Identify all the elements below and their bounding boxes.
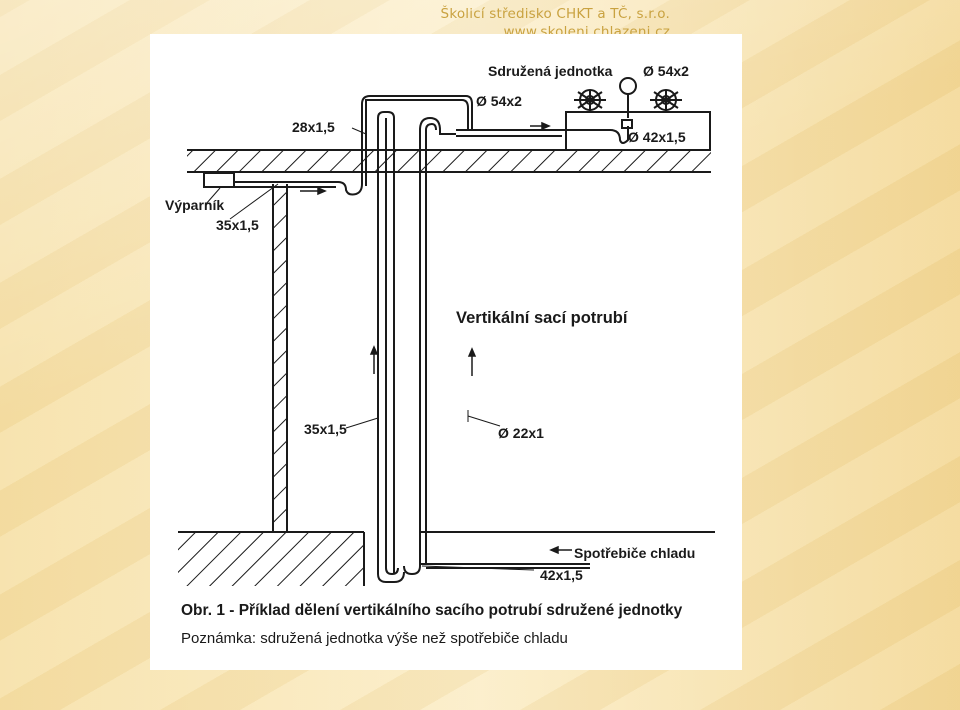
wall (272, 184, 288, 532)
pipe-diagram: Sdružená jednotka Ø 54x2 Ø 54x2 28x1,5 Ø… (165, 63, 715, 586)
floor-slab (178, 531, 715, 586)
label-pipe-35x1-5-top: 35x1,5 (216, 217, 259, 233)
diagram-figure: Sdružená jednotka Ø 54x2 Ø 54x2 28x1,5 Ø… (150, 34, 742, 670)
label-pipe-42x1-5-bottom: 42x1,5 (540, 567, 583, 583)
leader-lines (205, 127, 535, 571)
suction-pipes (234, 95, 590, 583)
label-unit-name: Sdružená jednotka (488, 63, 613, 79)
figure-caption: Obr. 1 - Příklad dělení vertikálního sac… (181, 602, 683, 619)
label-pipe-35x1-5-mid: 35x1,5 (304, 421, 347, 437)
label-pipe-28x1-5: 28x1,5 (292, 119, 335, 135)
label-pipe-54x2-mid: Ø 54x2 (476, 93, 522, 109)
label-pipe-22x1: Ø 22x1 (498, 425, 544, 441)
label-vertical-suction: Vertikální sací potrubí (456, 309, 629, 327)
label-pipe-54x2-top: Ø 54x2 (643, 63, 689, 79)
figure-note: Poznámka: sdružená jednotka výše než spo… (181, 630, 568, 647)
condensing-unit (562, 77, 711, 151)
flow-arrows (300, 121, 572, 555)
evaporator-box (203, 172, 235, 188)
label-evaporator: Výparník (165, 197, 224, 213)
label-pipe-42x1-5-top: Ø 42x1,5 (628, 129, 686, 145)
header-organization: Školicí středisko CHKT a TČ, s.r.o. (440, 6, 670, 22)
ceiling-slab (187, 149, 711, 173)
label-consumers: Spotřebiče chladu (574, 545, 695, 561)
